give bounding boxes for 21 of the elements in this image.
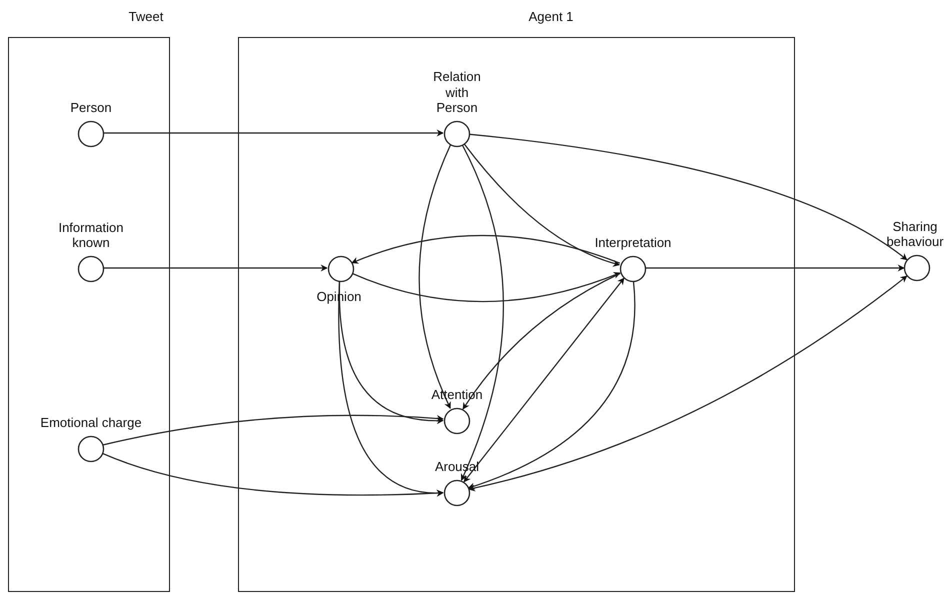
- group-title: Tweet: [128, 9, 164, 25]
- arrow: [351, 234, 620, 264]
- arrow: [103, 130, 444, 136]
- arrow: [460, 144, 504, 481]
- arrow: [468, 134, 908, 260]
- node-label: Relation with Person: [432, 69, 482, 116]
- node-label: Person: [69, 100, 113, 116]
- arrow: [352, 272, 621, 302]
- arrow: [102, 414, 444, 446]
- node-label: Emotional charge: [39, 415, 143, 431]
- arrow: [463, 143, 620, 266]
- arrow: [418, 144, 452, 409]
- node-label: Interpretation: [594, 235, 672, 251]
- arrow: [645, 264, 905, 272]
- arrow: [338, 280, 444, 496]
- arrow: [462, 272, 620, 410]
- arrow: [468, 276, 908, 492]
- node-label: Sharing behaviour: [885, 218, 945, 250]
- group-title: Agent 1: [528, 9, 574, 25]
- node-label: Information known: [57, 220, 125, 251]
- arrow: [103, 264, 328, 272]
